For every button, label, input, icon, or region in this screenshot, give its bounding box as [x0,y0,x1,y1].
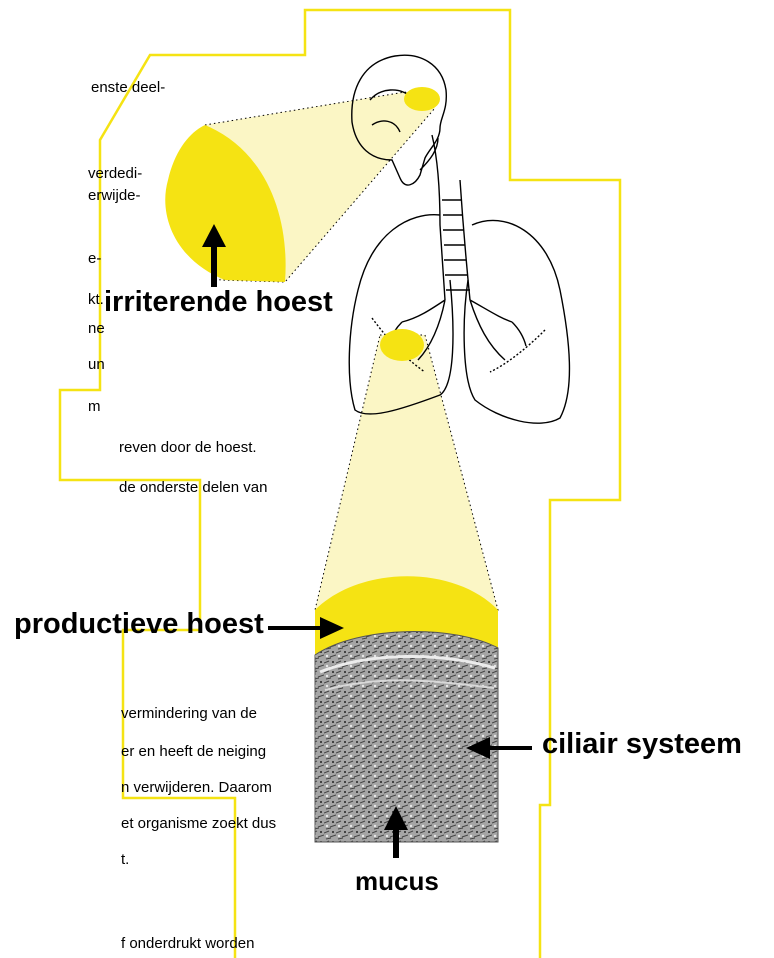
label-irritating-cough: irriterende hoest [104,286,333,319]
text-line: ne [88,319,105,339]
label-productive-cough: productieve hoest [14,608,264,641]
text-line: e- [88,249,101,269]
text-line: enste deel- [91,78,165,98]
text-line: et organisme zoekt dus [121,814,276,834]
text-line: erwijde- [88,186,141,206]
text-line: un [88,355,105,375]
text-line: t. [121,850,129,870]
text-line: er en heeft de neiging [121,742,266,762]
text-line: f onderdrukt worden [121,934,254,954]
bronchial-highlight [380,329,424,361]
text-line: vermindering van de [121,704,257,724]
text-line: m [88,397,101,417]
text-line: kt. [88,290,104,310]
text-line: verdedi- [88,164,142,184]
label-mucus: mucus [355,866,439,897]
text-line: de onderste delen van [119,478,267,498]
lower-zoom-cone [315,335,498,610]
text-line: n verwijderen. Daarom [121,778,272,798]
text-line: reven door de hoest. [119,438,257,458]
label-ciliary-system: ciliair systeem [542,728,742,761]
nasal-highlight [404,87,440,111]
